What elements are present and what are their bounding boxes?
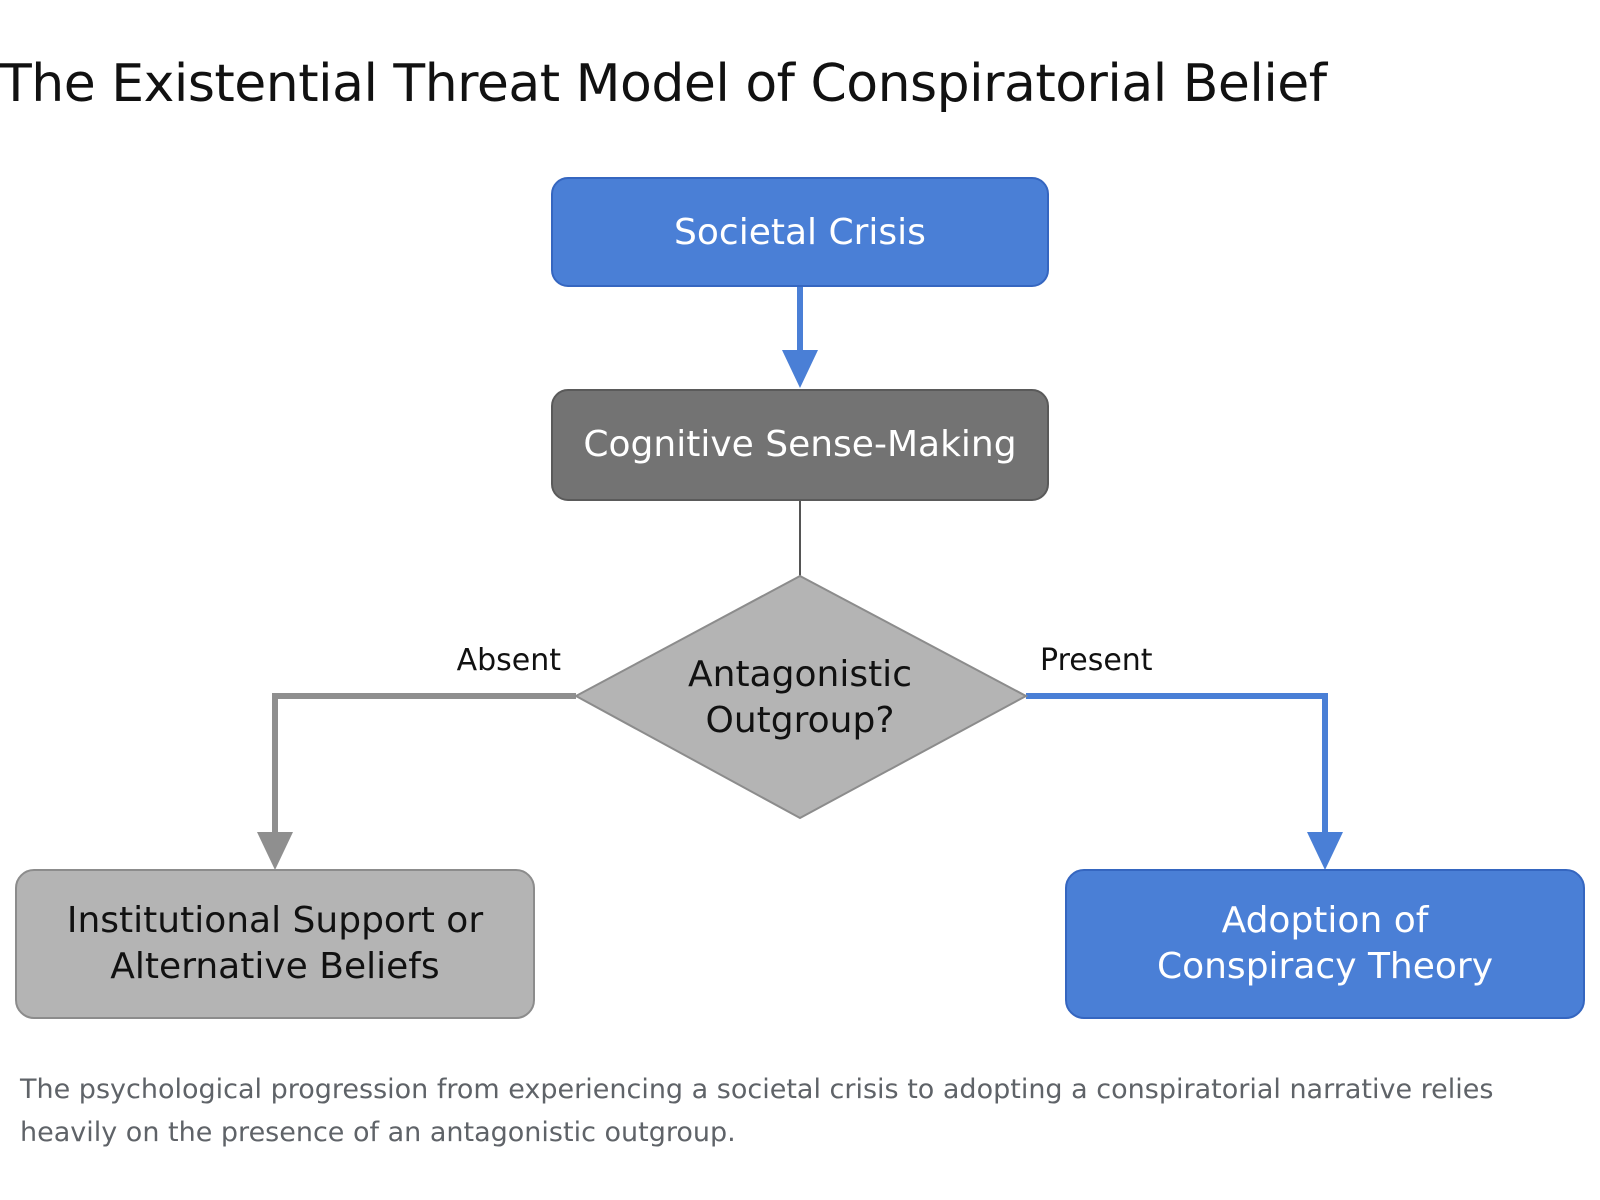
arrowhead-icon bbox=[257, 832, 293, 870]
node-box bbox=[551, 177, 1049, 287]
edge-present bbox=[1026, 693, 1343, 870]
page-title: The Existential Threat Model of Conspira… bbox=[0, 54, 1327, 114]
decision-diamond bbox=[573, 574, 1029, 820]
node-decision: Antagonistic Outgroup? bbox=[573, 574, 1029, 820]
node-label-line2: Outgroup? bbox=[706, 700, 895, 741]
node-label: Cognitive Sense-Making bbox=[583, 424, 1016, 465]
figure-caption: The psychological progression from exper… bbox=[20, 1074, 1494, 1148]
node-label-line1: Antagonistic bbox=[688, 654, 912, 695]
edge-label-present: Present bbox=[1040, 643, 1153, 678]
node-box bbox=[1065, 869, 1585, 1019]
arrowhead-icon bbox=[782, 350, 818, 388]
node-cognitive-sense-making: Cognitive Sense-Making bbox=[551, 389, 1049, 501]
edge-line bbox=[272, 693, 576, 834]
edge-crisis-to-sense-making bbox=[782, 286, 818, 388]
node-societal-crisis: Societal Crisis bbox=[551, 177, 1049, 287]
node-label-line2: Alternative Beliefs bbox=[110, 946, 439, 987]
node-label-line2: Conspiracy Theory bbox=[1157, 946, 1493, 987]
node-institutional-support: Institutional Support or Alternative Bel… bbox=[15, 869, 535, 1019]
edge-line bbox=[1026, 693, 1328, 834]
node-label: Societal Crisis bbox=[674, 212, 926, 253]
node-label-line1: Adoption of bbox=[1222, 900, 1430, 941]
node-box bbox=[551, 389, 1049, 501]
node-label-line1: Institutional Support or bbox=[67, 900, 483, 941]
node-adoption: Adoption of Conspiracy Theory bbox=[1065, 869, 1585, 1019]
arrowhead-icon bbox=[1307, 832, 1343, 870]
edge-absent bbox=[257, 693, 576, 870]
node-box bbox=[15, 869, 535, 1019]
edge-label-absent: Absent bbox=[457, 643, 562, 678]
